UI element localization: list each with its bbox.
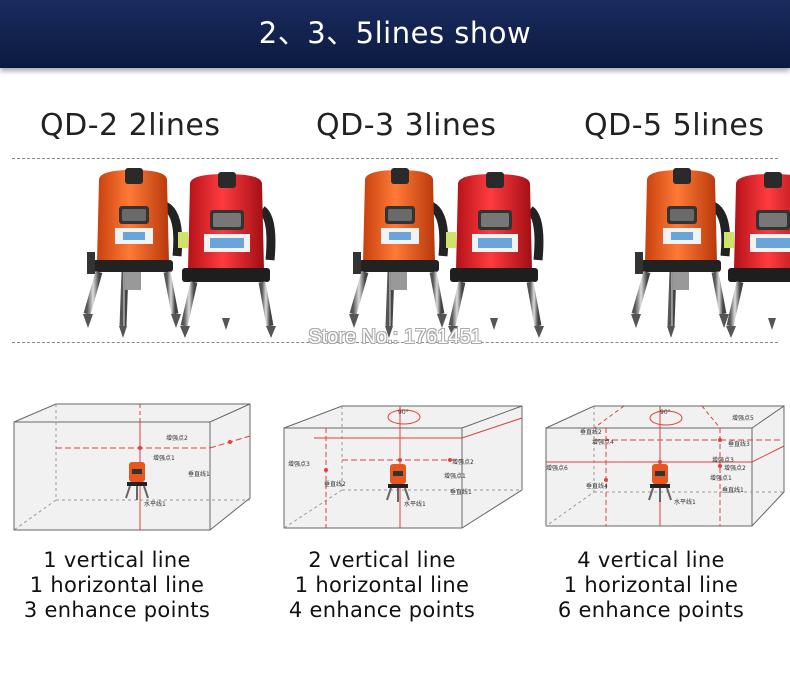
qd3-red-device-image (444, 170, 550, 342)
d2-label-enh1: 增强点1 (444, 472, 466, 480)
caption-qd2-line3: 3 enhance points (23, 598, 211, 622)
d1-label-enh1: 增强点1 (153, 454, 175, 462)
d3-label-enh6: 增强点6 (546, 464, 568, 472)
d3-label-vert4: 垂直线4 (586, 482, 608, 490)
d2-label-enh3: 增强点3 (288, 460, 310, 468)
caption-qd3-line3: 4 enhance points (288, 598, 476, 622)
caption-qd2: 1 vertical line 1 horizontal line 3 enha… (0, 548, 242, 623)
d2-label-vert1: 垂直线1 (450, 488, 472, 496)
caption-qd3-line1: 2 vertical line (308, 548, 456, 572)
d3-label-angle: 90° (660, 409, 671, 416)
qd5-red-device-image (722, 170, 790, 342)
d3-label-enh5: 增强点5 (732, 414, 754, 422)
d1-label-enh2: 增强点2 (166, 434, 188, 442)
caption-qd5-line2: 1 horizontal line (563, 573, 739, 597)
caption-qd3: 2 vertical line 1 horizontal line 4 enha… (257, 548, 507, 623)
model-label-qd5: QD-5 5lines (584, 108, 765, 143)
d1-label-vert1: 垂直线1 (188, 470, 210, 478)
d3-label-enh2: 增强点2 (724, 464, 746, 472)
diagram-qd3: 90° 增强点3 垂直线2 增强点2 增强点1 垂直线1 水平线1 (283, 405, 523, 529)
store-watermark: Store No.: 1761451 (308, 326, 482, 348)
diagram-qd2: 增强点2 增强点1 垂直线1 水平线1 (13, 403, 251, 531)
model-label-qd3: QD-3 3lines (316, 108, 497, 143)
d2-label-horiz1: 水平线1 (404, 500, 426, 508)
d3-label-vert3: 垂直线3 (728, 440, 750, 448)
qd2-orange-device-image (78, 166, 188, 341)
d3-label-vert1: 垂直线1 (722, 486, 744, 494)
banner-title: 2、3、5lines show (258, 16, 532, 50)
divider-top (12, 158, 778, 159)
diagram-qd5: 90° 垂直线2 增强点4 增强点5 垂直线3 增强点6 增强点3 垂直线4 增… (545, 405, 785, 527)
d3-label-enh3: 增强点3 (712, 456, 734, 464)
caption-qd3-line2: 1 horizontal line (294, 573, 470, 597)
caption-qd2-line2: 1 horizontal line (29, 573, 205, 597)
d3-label-enh1: 增强点1 (710, 474, 732, 482)
caption-qd5-line3: 6 enhance points (557, 598, 745, 622)
model-label-qd2: QD-2 2lines (40, 108, 221, 143)
header-banner: 2、3、5lines show (0, 0, 790, 68)
divider-bottom (12, 342, 778, 343)
caption-qd2-line1: 1 vertical line (43, 548, 191, 572)
caption-qd5-line1: 4 vertical line (577, 548, 725, 572)
d2-label-vert2: 垂直线2 (324, 480, 346, 488)
d2-label-enh2: 增强点2 (452, 458, 474, 466)
d1-label-horiz1: 水平线1 (144, 500, 166, 508)
d3-label-horiz1: 水平线1 (674, 498, 696, 506)
d3-label-vert2: 垂直线2 (580, 428, 602, 436)
d3-label-enh4: 增强点4 (592, 438, 614, 446)
caption-qd5: 4 vertical line 1 horizontal line 6 enha… (526, 548, 776, 623)
d2-label-angle: 90° (398, 409, 409, 416)
qd3-orange-device-image (344, 166, 454, 341)
qd5-orange-device-image (626, 166, 736, 341)
qd2-red-device-image (176, 170, 282, 342)
